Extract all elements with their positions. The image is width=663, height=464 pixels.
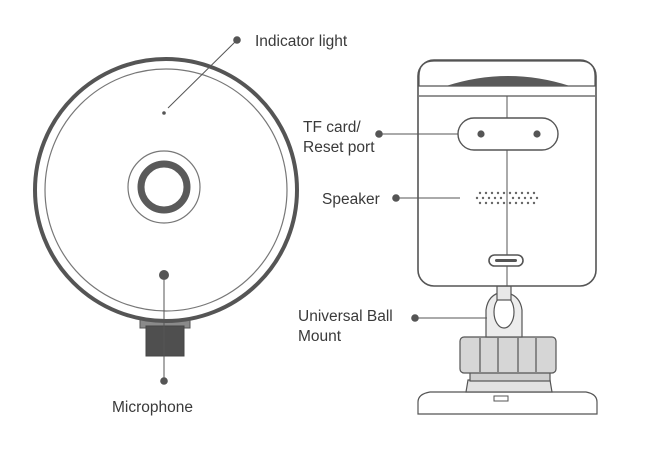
label-microphone: Microphone xyxy=(112,399,193,416)
front-mount-stem xyxy=(145,325,185,357)
label-ball-mount-line1: Universal Ball xyxy=(298,308,393,325)
side-body xyxy=(417,59,597,287)
indicator-light-dot xyxy=(162,111,166,115)
label-tf-card-line2: Reset port xyxy=(303,139,375,156)
side-top-cap xyxy=(418,60,596,87)
label-tf-card-line1: TF card/ xyxy=(303,119,361,136)
tf-card-reset-port xyxy=(457,117,559,151)
mount-nut xyxy=(459,336,557,374)
front-body-inner-ring xyxy=(44,68,288,312)
mount-base-plate xyxy=(417,391,598,415)
callout-tf-card xyxy=(375,130,458,138)
callout-indicator-light xyxy=(167,36,241,109)
label-ball-mount-line2: Mount xyxy=(298,328,342,345)
front-view xyxy=(33,57,299,357)
ball-mount xyxy=(417,285,598,415)
callout-speaker xyxy=(392,194,460,202)
callout-ball-mount xyxy=(411,314,487,322)
label-speaker: Speaker xyxy=(322,191,380,208)
lens-ring xyxy=(137,160,191,214)
callout-microphone xyxy=(160,280,168,385)
microphone-dot xyxy=(159,270,169,280)
side-view xyxy=(417,59,598,415)
speaker-grille xyxy=(475,191,539,205)
label-indicator-light: Indicator light xyxy=(255,33,348,50)
